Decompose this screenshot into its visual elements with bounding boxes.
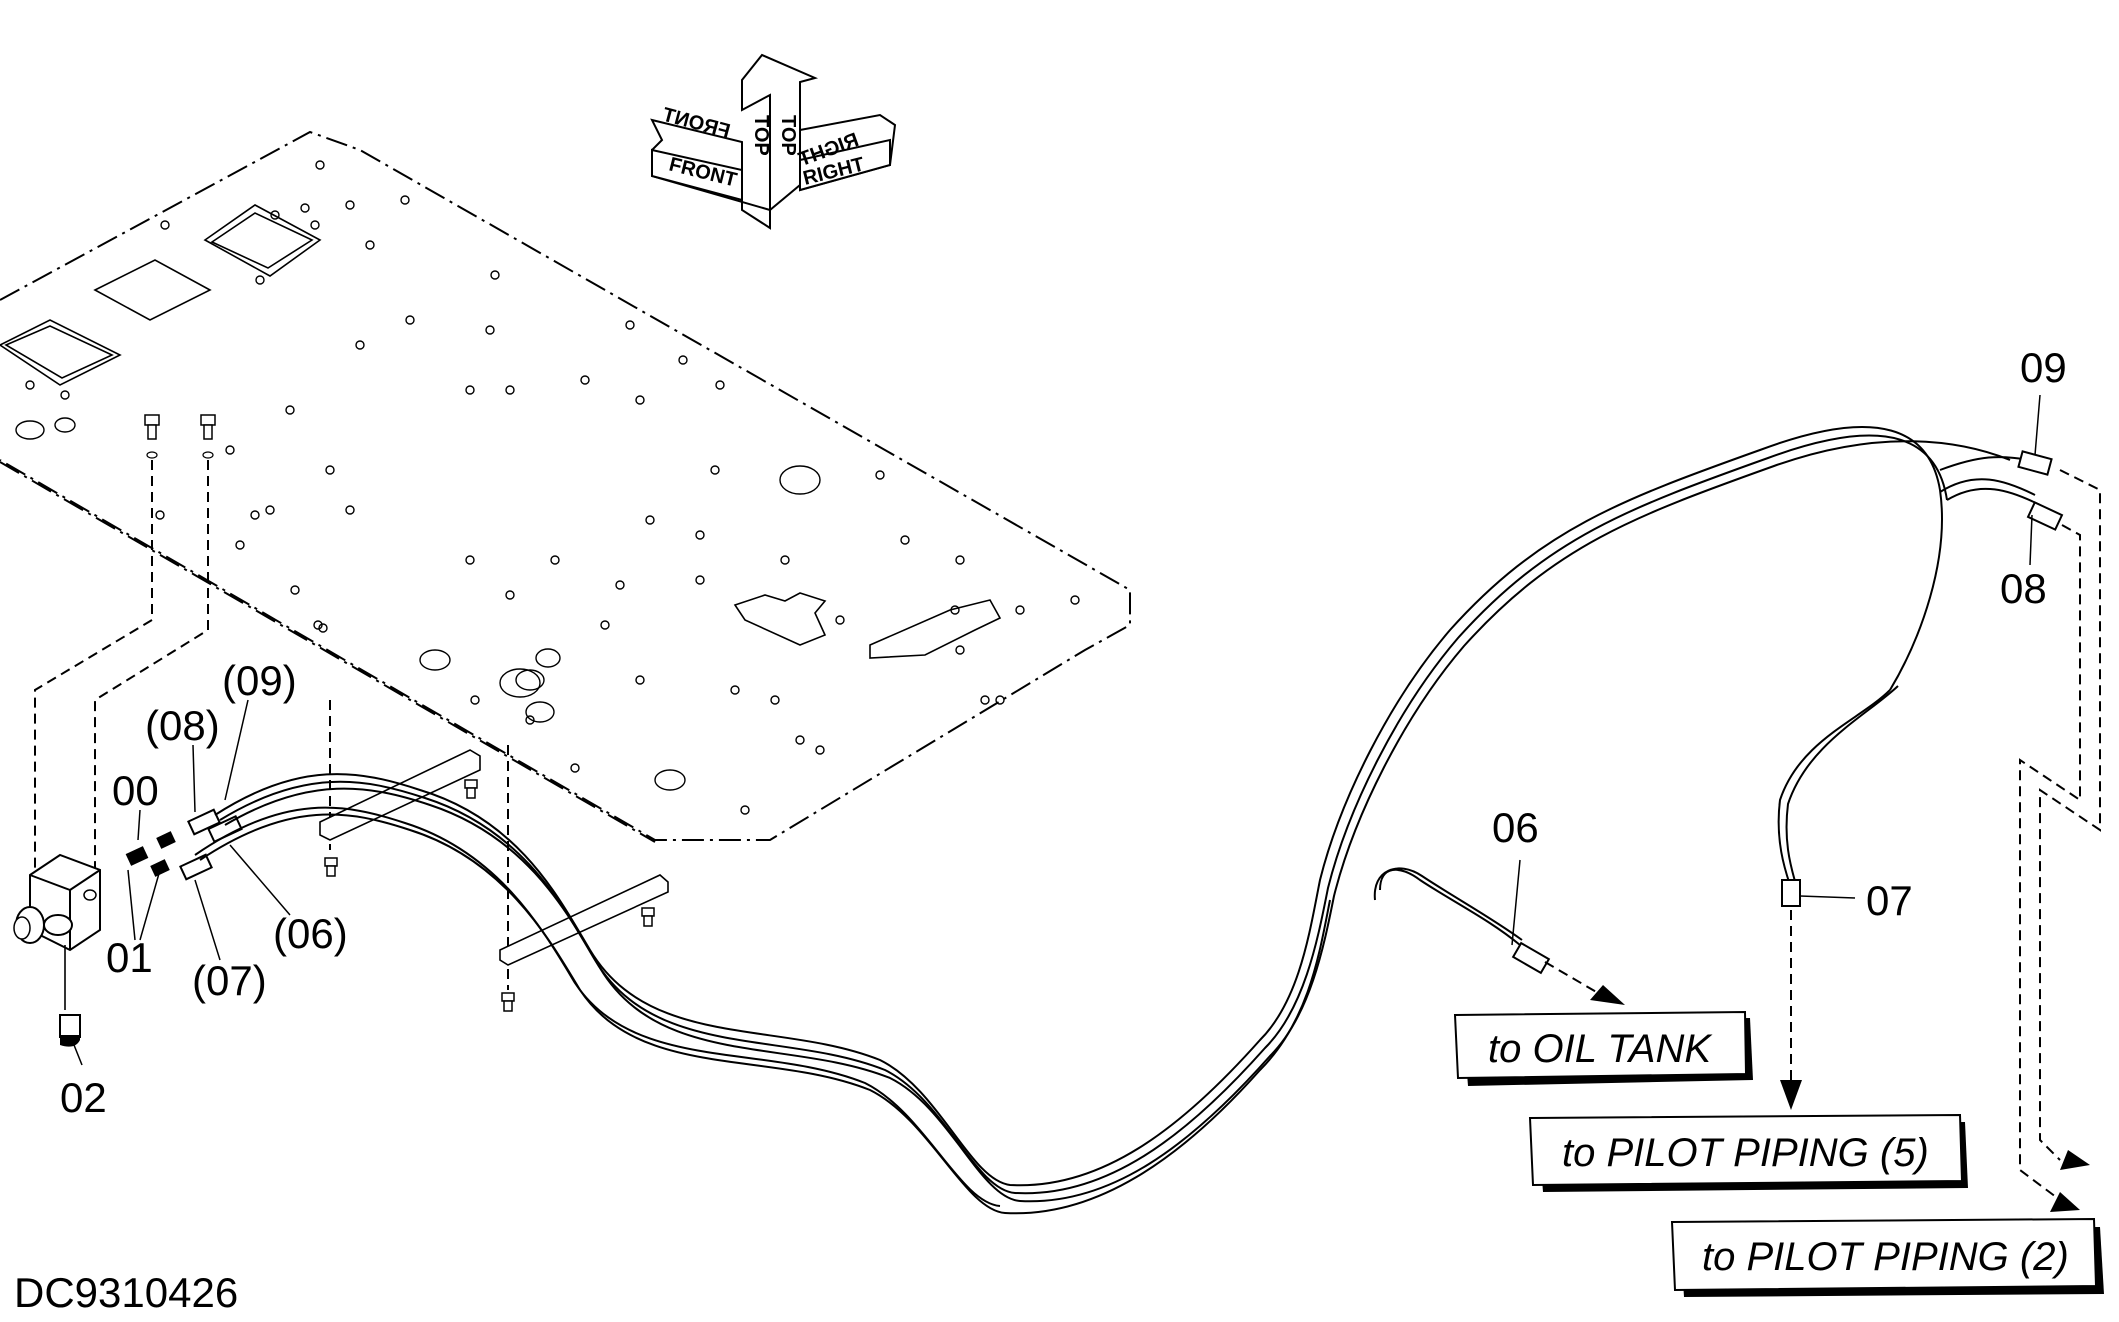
hose-end-08-right — [2026, 501, 2064, 531]
destination-box-pilot-5: to PILOT PIPING (5) — [1528, 1113, 1968, 1192]
bolt-icon — [641, 907, 655, 927]
mounting-brackets — [319, 749, 669, 966]
adaptor-fitting-00 — [125, 831, 176, 866]
plate-holes — [15, 160, 1080, 815]
bolt-icon — [464, 779, 478, 799]
drawing-id: DC9310426 — [14, 1269, 238, 1316]
hose-end-08 — [187, 808, 221, 836]
orientation-indicator: FRONT FRONT TOP TOP RIGHT RIGHT — [650, 53, 897, 230]
top-label-vertical: TOP — [750, 115, 772, 156]
pilot-2-label: to PILOT PIPING (2) — [1702, 1235, 2069, 1279]
bolt-icon — [200, 414, 216, 459]
callout-09: 09 — [2020, 344, 2067, 391]
callout-07-ref: (07) — [192, 957, 267, 1004]
callout-08-ref: (08) — [145, 702, 220, 749]
callout-00: 00 — [112, 767, 159, 814]
bolt-icon — [144, 414, 160, 459]
callout-01: 01 — [106, 934, 153, 981]
bolt-icon — [501, 992, 515, 1012]
destination-box-pilot-2: to PILOT PIPING (2) — [1670, 1217, 2104, 1297]
destination-leaders — [1544, 469, 2101, 1212]
callout-06-ref: (06) — [273, 910, 348, 957]
callouts: 00 01 02 (08) (09) (06) (07) 06 07 08 09 — [60, 344, 2067, 1121]
top-label-vertical-2: TOP — [777, 115, 799, 156]
destination-box-oil-tank: to OIL TANK — [1453, 1010, 1753, 1086]
hose-bundle — [194, 426, 2041, 1215]
arrow-oil-tank — [1590, 985, 1625, 1005]
callout-06: 06 — [1492, 804, 1539, 851]
adaptor-fitting-01 — [150, 859, 170, 877]
oil-tank-label: to OIL TANK — [1488, 1027, 1713, 1071]
pilot-5-label: to PILOT PIPING (5) — [1562, 1131, 1929, 1175]
callout-08: 08 — [2000, 565, 2047, 612]
arrow-pilot-2-a — [2060, 1150, 2090, 1170]
mounting-bolts — [34, 414, 655, 1012]
plate-cutouts — [0, 204, 1002, 659]
bolt-icon — [324, 857, 338, 877]
valve-block — [13, 853, 101, 1047]
arrow-pilot-2-b — [2050, 1192, 2080, 1212]
fittings-cluster — [125, 808, 243, 941]
base-plate — [0, 130, 1131, 843]
elbow-fitting-02 — [59, 1014, 81, 1047]
callout-09-ref: (09) — [222, 657, 297, 704]
callout-02: 02 — [60, 1074, 107, 1121]
hose-end-fittings-right — [1511, 450, 2064, 975]
callout-07: 07 — [1866, 877, 1913, 924]
hose-end-09-right — [2017, 450, 2053, 476]
hose-end-07-right — [1781, 879, 1801, 907]
hose-end-06-right — [1511, 941, 1551, 975]
hose-end-07 — [179, 853, 213, 881]
arrow-pilot-5 — [1780, 1080, 1802, 1110]
